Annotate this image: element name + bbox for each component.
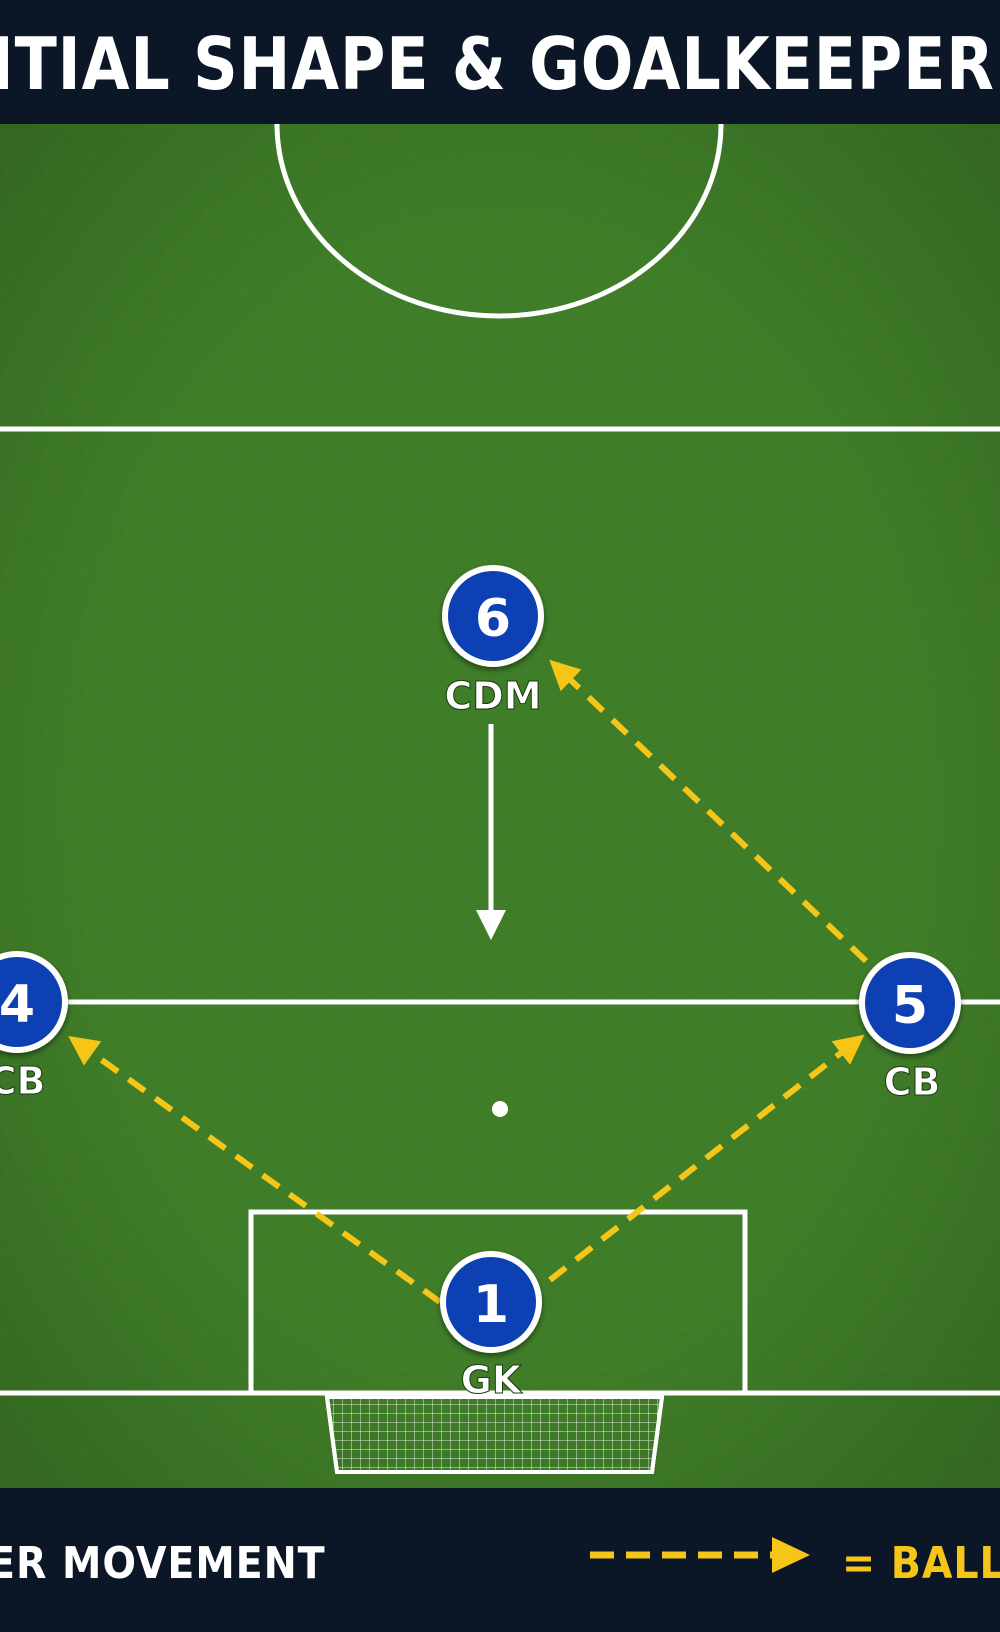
legend-movement-label: ER MOVEMENT	[0, 1538, 326, 1589]
player-token	[859, 952, 961, 1054]
player-cdm[interactable]: 6 CDM	[442, 565, 544, 719]
player-role-label: CDM	[444, 674, 541, 718]
player-number: 4	[0, 975, 35, 1035]
player-token	[442, 565, 544, 667]
penalty-spot	[492, 1101, 508, 1117]
legend-bar: ER MOVEMENT = BALL	[0, 1488, 1000, 1632]
pass-right-cb-to-cdm-arrow	[549, 659, 869, 964]
pass-gk-to-left-cb-arrow	[68, 1036, 442, 1305]
player-number: 6	[475, 589, 511, 649]
player-right-cb[interactable]: 5 CB	[859, 952, 961, 1105]
player-left-cb[interactable]: 4 CB	[0, 951, 68, 1104]
player-role-label: GK	[461, 1358, 523, 1402]
center-circle-arc	[274, 124, 724, 319]
legend-ball-arrow-icon	[590, 1537, 810, 1573]
goal-net	[324, 1395, 665, 1474]
player-token	[440, 1251, 542, 1353]
player-number: 1	[473, 1275, 509, 1335]
title-bar: NITIAL SHAPE & GOALKEEPER DIS	[0, 0, 1000, 124]
player-role-label: CB	[884, 1060, 941, 1104]
diagram-title: NITIAL SHAPE & GOALKEEPER DIS	[0, 22, 1000, 106]
pitch: 6 CDM 4 CB 5 CB 1 GK	[0, 124, 1000, 1488]
player-goalkeeper[interactable]: 1 GK	[440, 1251, 542, 1403]
legend-ball-label: = BALL	[842, 1538, 1000, 1589]
player-token	[0, 951, 68, 1053]
player-number: 5	[892, 976, 928, 1036]
player-role-label: CB	[0, 1059, 45, 1103]
